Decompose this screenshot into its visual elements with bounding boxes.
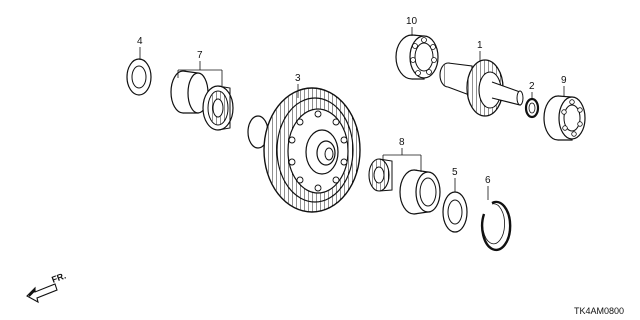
- countershaft-1: [439, 59, 524, 117]
- callout-8: 8: [399, 137, 405, 148]
- ball-bearing-10: [395, 34, 439, 80]
- callout-9: 9: [561, 75, 567, 86]
- callout-3: 3: [295, 73, 301, 84]
- tapered-roller-bearing-7: [170, 70, 234, 131]
- front-direction-arrow-icon: [26, 283, 58, 304]
- callout-2: 2: [529, 81, 535, 92]
- leader-lines: [139, 27, 565, 200]
- shim-washer-4: [126, 58, 152, 96]
- callout-4: 4: [137, 36, 143, 47]
- callout-10: 10: [406, 16, 418, 27]
- diagram-code: TK4AM0800: [574, 306, 624, 316]
- callout-6: 6: [485, 175, 491, 186]
- final-driven-gear-3: [247, 87, 361, 213]
- ball-bearing-9: [543, 95, 586, 141]
- snap-ring-2: [524, 97, 540, 119]
- callout-1: 1: [477, 40, 483, 51]
- callout-7: 7: [197, 50, 203, 61]
- snap-ring-6: [480, 200, 512, 252]
- direction-label: FR.: [50, 271, 67, 285]
- callout-5: 5: [452, 167, 458, 178]
- tapered-roller-bearing-8: [368, 158, 441, 215]
- shim-washer-5: [442, 191, 468, 233]
